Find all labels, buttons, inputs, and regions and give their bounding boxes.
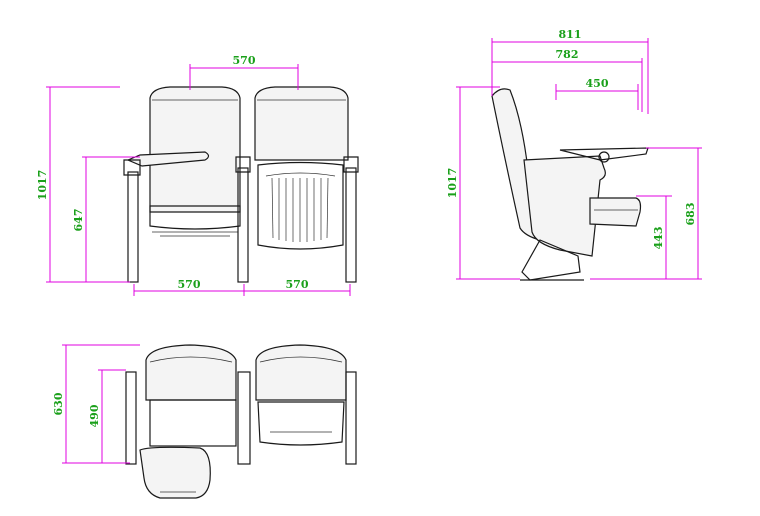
right-folded-seat [257,161,344,250]
left-backrest [149,86,241,213]
top-tablet [139,446,211,499]
front-view-dimensions: 570 1017 647 570 570 [36,54,351,296]
left-seat-cushion [149,205,241,230]
front-top-width-label: 570 [233,54,256,67]
side-height-label: 1017 [446,168,459,199]
side-overall-depth-label: 811 [559,28,582,41]
side-pedestal [521,239,581,281]
middle-standard [237,167,249,283]
right-backrest [254,86,349,161]
right-standard [345,167,357,283]
top-seat-depth-label: 490 [88,404,101,427]
right-seat-grille [265,172,336,242]
front-bottom-right-label: 570 [286,278,309,291]
top-total-depth-label: 630 [52,392,65,415]
front-armrest-label: 647 [72,209,85,232]
side-seat-depth-label: 450 [586,77,609,90]
side-seat [589,197,642,227]
front-height-label: 1017 [36,170,49,201]
top-right-seat [257,401,345,446]
top-view-dimensions: 630 490 [52,344,140,464]
top-right-back [255,344,347,401]
front-bottom-left-label: 570 [178,278,201,291]
side-back-depth-label: 782 [556,48,579,61]
left-standard [127,171,139,283]
top-left-back [145,344,237,401]
top-view [125,344,357,499]
side-pivot [598,151,610,163]
side-tablet [559,147,649,161]
side-seat-height-label: 443 [652,227,665,250]
front-view [123,86,359,283]
writing-tablet [126,151,210,167]
side-armrest-height-label: 683 [684,203,697,226]
top-left-seat [149,399,237,447]
side-view-dimensions: 811 782 450 1017 683 443 [446,28,702,280]
side-view [491,88,649,281]
